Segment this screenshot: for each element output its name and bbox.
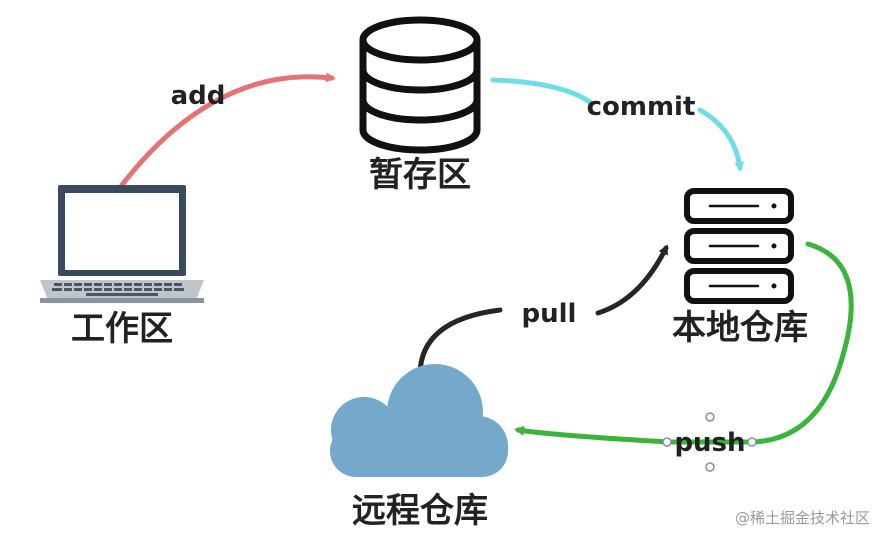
workspace-label: 工作区 (71, 309, 173, 349)
laptop-icon (40, 185, 204, 303)
pull-arrow (417, 248, 666, 378)
commit-arrow (490, 77, 740, 168)
add-arrow (119, 72, 336, 188)
push-selection-handles[interactable] (662, 412, 757, 472)
commit-label: commit (587, 92, 696, 122)
push-label: push (674, 428, 745, 458)
server-leds (771, 203, 777, 289)
watermark-text: @稀土掘金技术社区 (735, 509, 870, 527)
local-repo-label: 本地仓库 (672, 308, 808, 348)
remote-repo-label: 远程仓库 (352, 491, 488, 531)
push-arrow (514, 241, 854, 445)
staging-label: 暂存区 (369, 155, 471, 195)
database-icon (359, 16, 481, 154)
pull-label: pull (522, 299, 577, 329)
add-label: add (171, 81, 226, 111)
server-slots (708, 204, 760, 288)
cloud-icon (330, 364, 508, 477)
